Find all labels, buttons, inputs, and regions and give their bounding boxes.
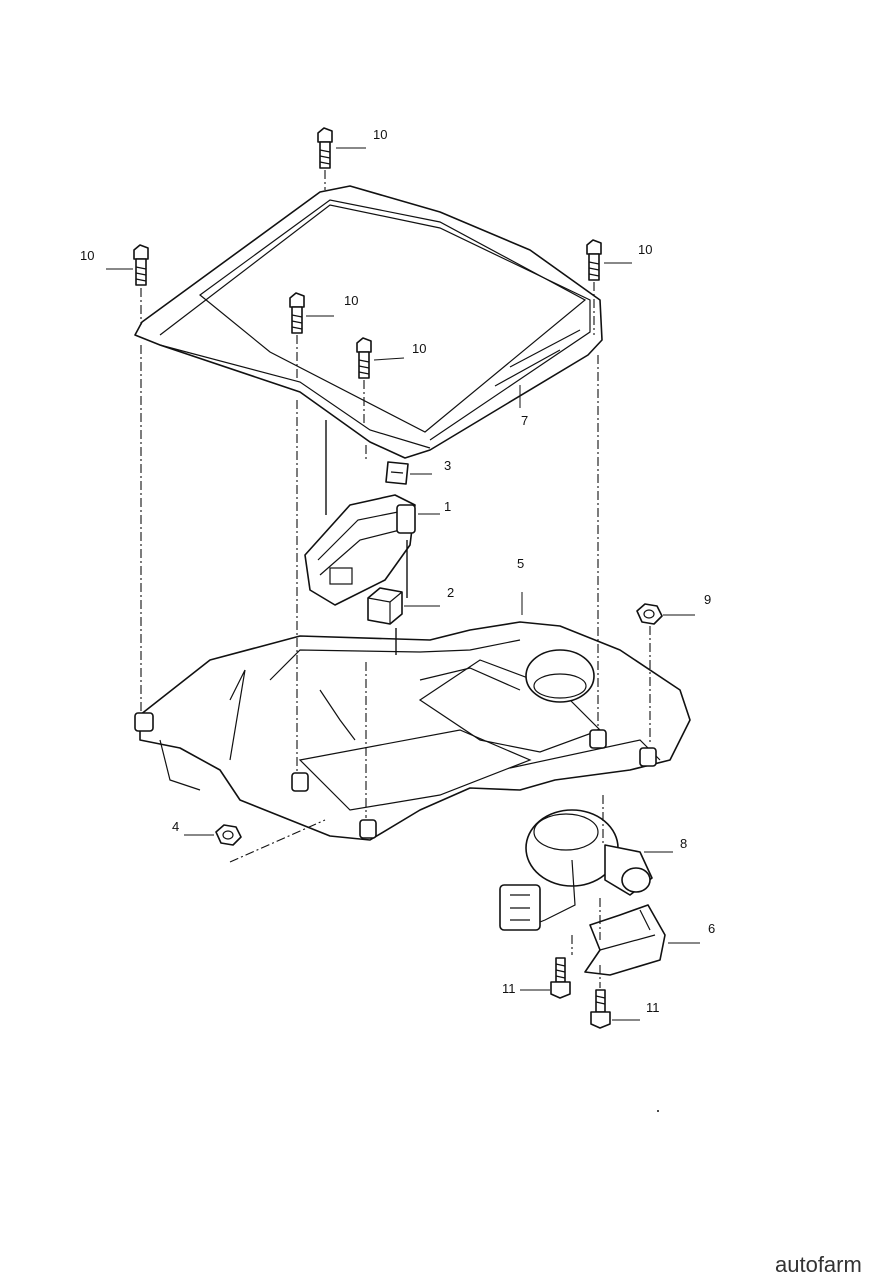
fuse-part-3: [385, 461, 409, 485]
bolt-10-top: [317, 127, 333, 169]
callout-4: 4: [172, 819, 179, 834]
callout-8: 8: [680, 836, 687, 851]
bolt-11-right: [590, 989, 611, 1029]
callout-labels: 10 10 10 10 10 7 3 1 2 5 9 4 8 6 11 11: [80, 127, 715, 1015]
callout-10-top: 10: [373, 127, 387, 142]
tray-part-5: [134, 621, 691, 841]
callout-2: 2: [447, 585, 454, 600]
cover-part-7: [134, 185, 603, 459]
callout-5: 5: [517, 556, 524, 571]
callout-7: 7: [521, 413, 528, 428]
callout-10-center: 10: [412, 341, 426, 356]
relay-holder-part-1: [304, 494, 416, 606]
stray-mark: [657, 1110, 659, 1112]
watermark-text: autofarm: [775, 1252, 862, 1277]
relay-part-2: [367, 587, 403, 625]
callout-6: 6: [708, 921, 715, 936]
callout-9: 9: [704, 592, 711, 607]
air-pump-part-8: [499, 809, 653, 931]
callout-10-left: 10: [80, 248, 94, 263]
bracket-part-6: [584, 904, 666, 976]
callout-11-left: 11: [502, 981, 516, 996]
nut-9: [636, 603, 663, 625]
bolt-10-mid: [289, 292, 305, 334]
callout-10-right: 10: [638, 242, 652, 257]
callout-10-mid: 10: [344, 293, 358, 308]
callout-3: 3: [444, 458, 451, 473]
callout-11-right: 11: [646, 1000, 660, 1015]
nut-4: [215, 824, 242, 846]
bolt-10-right: [586, 239, 602, 281]
bolt-11-left: [550, 957, 571, 999]
leader-lines: [106, 147, 700, 1021]
assembly-axes: [140, 170, 651, 988]
bolt-10-left: [133, 244, 149, 286]
callout-1: 1: [444, 499, 451, 514]
bolt-10-center: [356, 337, 372, 379]
